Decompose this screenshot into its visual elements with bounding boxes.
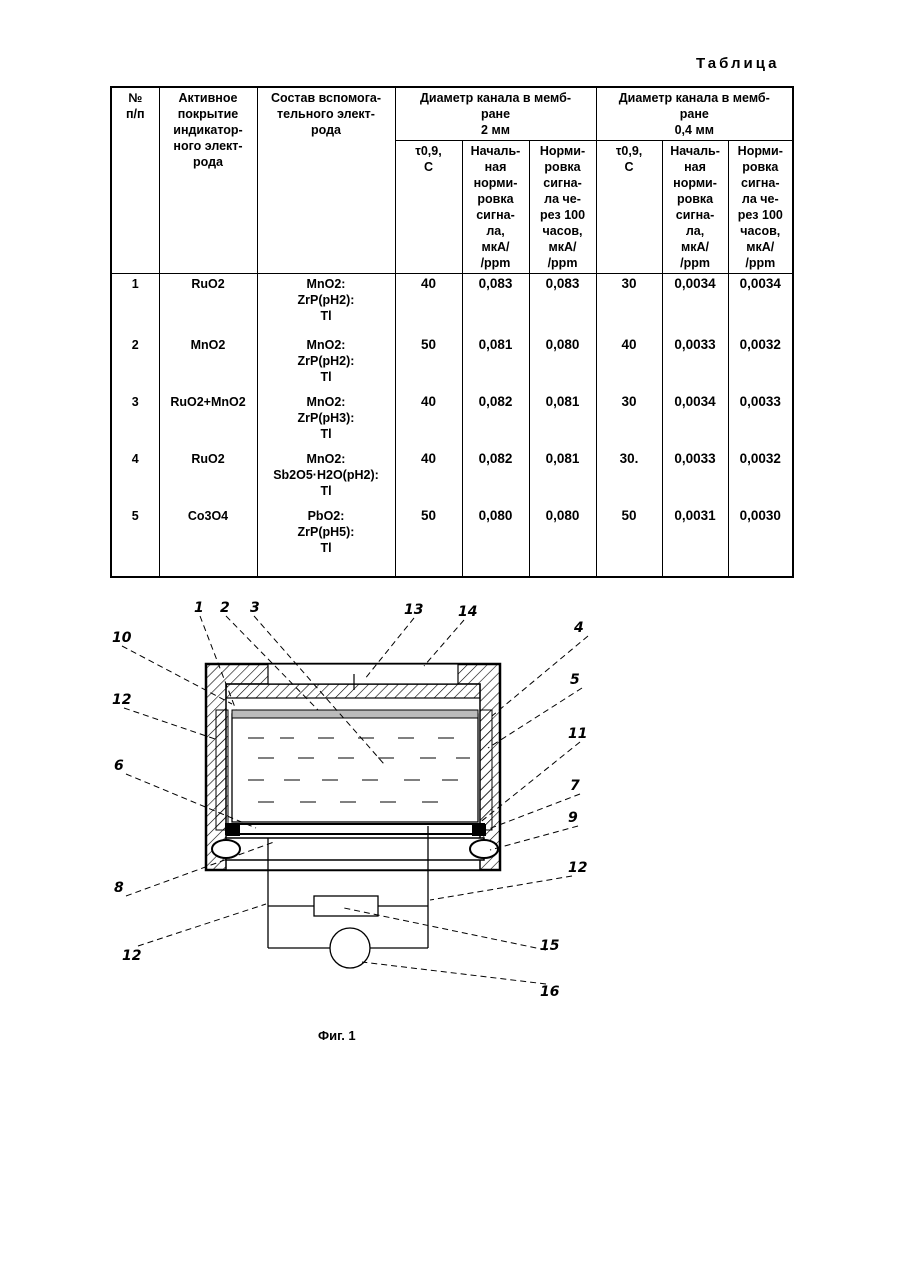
table-title: Таблица [696,55,780,72]
table-row: 1 RuO2 MnO2:ZrP(pH2):Tl 40 0,083 0,083 3… [111,274,793,336]
cell-tau-2mm: 50 [395,506,462,577]
bottom-assembly [212,824,498,860]
cell-initial-04mm: 0,0033 [662,449,728,506]
cell-after-04mm: 0,0032 [728,335,793,392]
table-row: 5 Co3O4 PbO2:ZrP(pH5):Tl 50 0,080 0,080 … [111,506,793,577]
header-group-2mm: Диаметр канала в мемб-ране 2 мм [395,87,596,141]
cell-no: 1 [111,274,159,336]
cell-after-04mm: 0,0030 [728,506,793,577]
cell-tau-04mm: 30 [596,392,662,449]
cell-after-04mm: 0,0034 [728,274,793,336]
cell-after-2mm: 0,080 [529,335,596,392]
figure-caption: Фиг. 1 [318,1028,356,1043]
cell-tau-2mm: 50 [395,335,462,392]
label-1: 1 [194,600,204,616]
cell-tau-04mm: 30. [596,449,662,506]
cell-initial-2mm: 0,082 [462,392,529,449]
table-row: 4 RuO2 MnO2:Sb2O5·H2O(pH2):Tl 40 0,082 0… [111,449,793,506]
cell-coating: RuO2 [159,274,257,336]
cell-tau-2mm: 40 [395,392,462,449]
header-tau-2mm: τ0,9,С [395,141,462,274]
cell-no: 3 [111,392,159,449]
table-row: 2 MnO2 MnO2:ZrP(pH2):Tl 50 0,081 0,080 4… [111,335,793,392]
cell-initial-2mm: 0,083 [462,274,529,336]
cell-no: 2 [111,335,159,392]
cell-initial-2mm: 0,081 [462,335,529,392]
label-2: 2 [220,600,230,616]
label-8: 8 [114,880,124,896]
cell-aux: PbO2:ZrP(pH5):Tl [257,506,395,577]
cell-coating: RuO2+MnO2 [159,392,257,449]
cell-after-2mm: 0,080 [529,506,596,577]
electrolyte [232,710,478,822]
label-10: 10 [112,630,132,646]
label-13: 13 [404,602,423,618]
header-after-04mm: Норми-ровкасигна-ла че-рез 100часов,мкА/… [728,141,793,274]
header-initial-2mm: Началь-наянорми-ровкасигна-ла,мкА//ppm [462,141,529,274]
header-aux-electrode: Состав вспомога-тельного элект- рода [257,87,395,274]
header-initial-04mm: Началь-наянорми-ровкасигна-ла,мкА//ppm [662,141,728,274]
label-12-left: 12 [112,692,131,708]
header-no: №п/п [111,87,159,274]
cell-initial-04mm: 0,0033 [662,335,728,392]
label-6: 6 [114,758,124,774]
cell-aux: MnO2:ZrP(pH2):Tl [257,335,395,392]
cell-aux: MnO2:Sb2O5·H2O(pH2):Tl [257,449,395,506]
header-after-2mm: Норми-ровкасигна-ла че-рез 100часов,мкА/… [529,141,596,274]
label-12-right: 12 [568,860,587,876]
sensor-diagram: 1 2 3 13 14 10 4 5 12 11 6 7 9 8 12 12 1… [108,598,598,1038]
cell-initial-2mm: 0,082 [462,449,529,506]
label-12-bottom: 12 [122,948,141,964]
cell-no: 5 [111,506,159,577]
cell-coating: RuO2 [159,449,257,506]
label-3: 3 [250,600,260,616]
cell-tau-04mm: 30 [596,274,662,336]
label-15: 15 [540,938,560,954]
cell-tau-2mm: 40 [395,449,462,506]
header-coating: Активноепокрытие индикатор-ного элект- р… [159,87,257,274]
label-7: 7 [570,778,580,794]
cell-tau-04mm: 40 [596,335,662,392]
header-tau-04mm: τ0,9,С [596,141,662,274]
cell-initial-04mm: 0,0034 [662,274,728,336]
table-row: 3 RuO2+MnO2 MnO2:ZrP(pH3):Tl 40 0,082 0,… [111,392,793,449]
data-table: №п/п Активноепокрытие индикатор-ного эле… [110,86,794,578]
cell-initial-04mm: 0,0031 [662,506,728,577]
cell-initial-2mm: 0,080 [462,506,529,577]
label-11: 11 [568,726,587,742]
cell-aux: MnO2:ZrP(pH2):Tl [257,274,395,336]
cell-after-2mm: 0,081 [529,449,596,506]
label-4: 4 [573,620,584,636]
header-group-04mm: Диаметр канала в мемб-ране 0,4 мм [596,87,793,141]
label-9: 9 [568,810,578,826]
cell-aux: MnO2:ZrP(pH3):Tl [257,392,395,449]
cell-after-2mm: 0,081 [529,392,596,449]
label-5: 5 [570,672,580,688]
cell-coating: MnO2 [159,335,257,392]
cell-tau-04mm: 50 [596,506,662,577]
cell-tau-2mm: 40 [395,274,462,336]
label-16: 16 [540,984,560,1000]
cell-after-04mm: 0,0033 [728,392,793,449]
cell-after-2mm: 0,083 [529,274,596,336]
cell-no: 4 [111,449,159,506]
label-14: 14 [458,604,477,620]
cell-initial-04mm: 0,0034 [662,392,728,449]
cell-after-04mm: 0,0032 [728,449,793,506]
cell-coating: Co3O4 [159,506,257,577]
